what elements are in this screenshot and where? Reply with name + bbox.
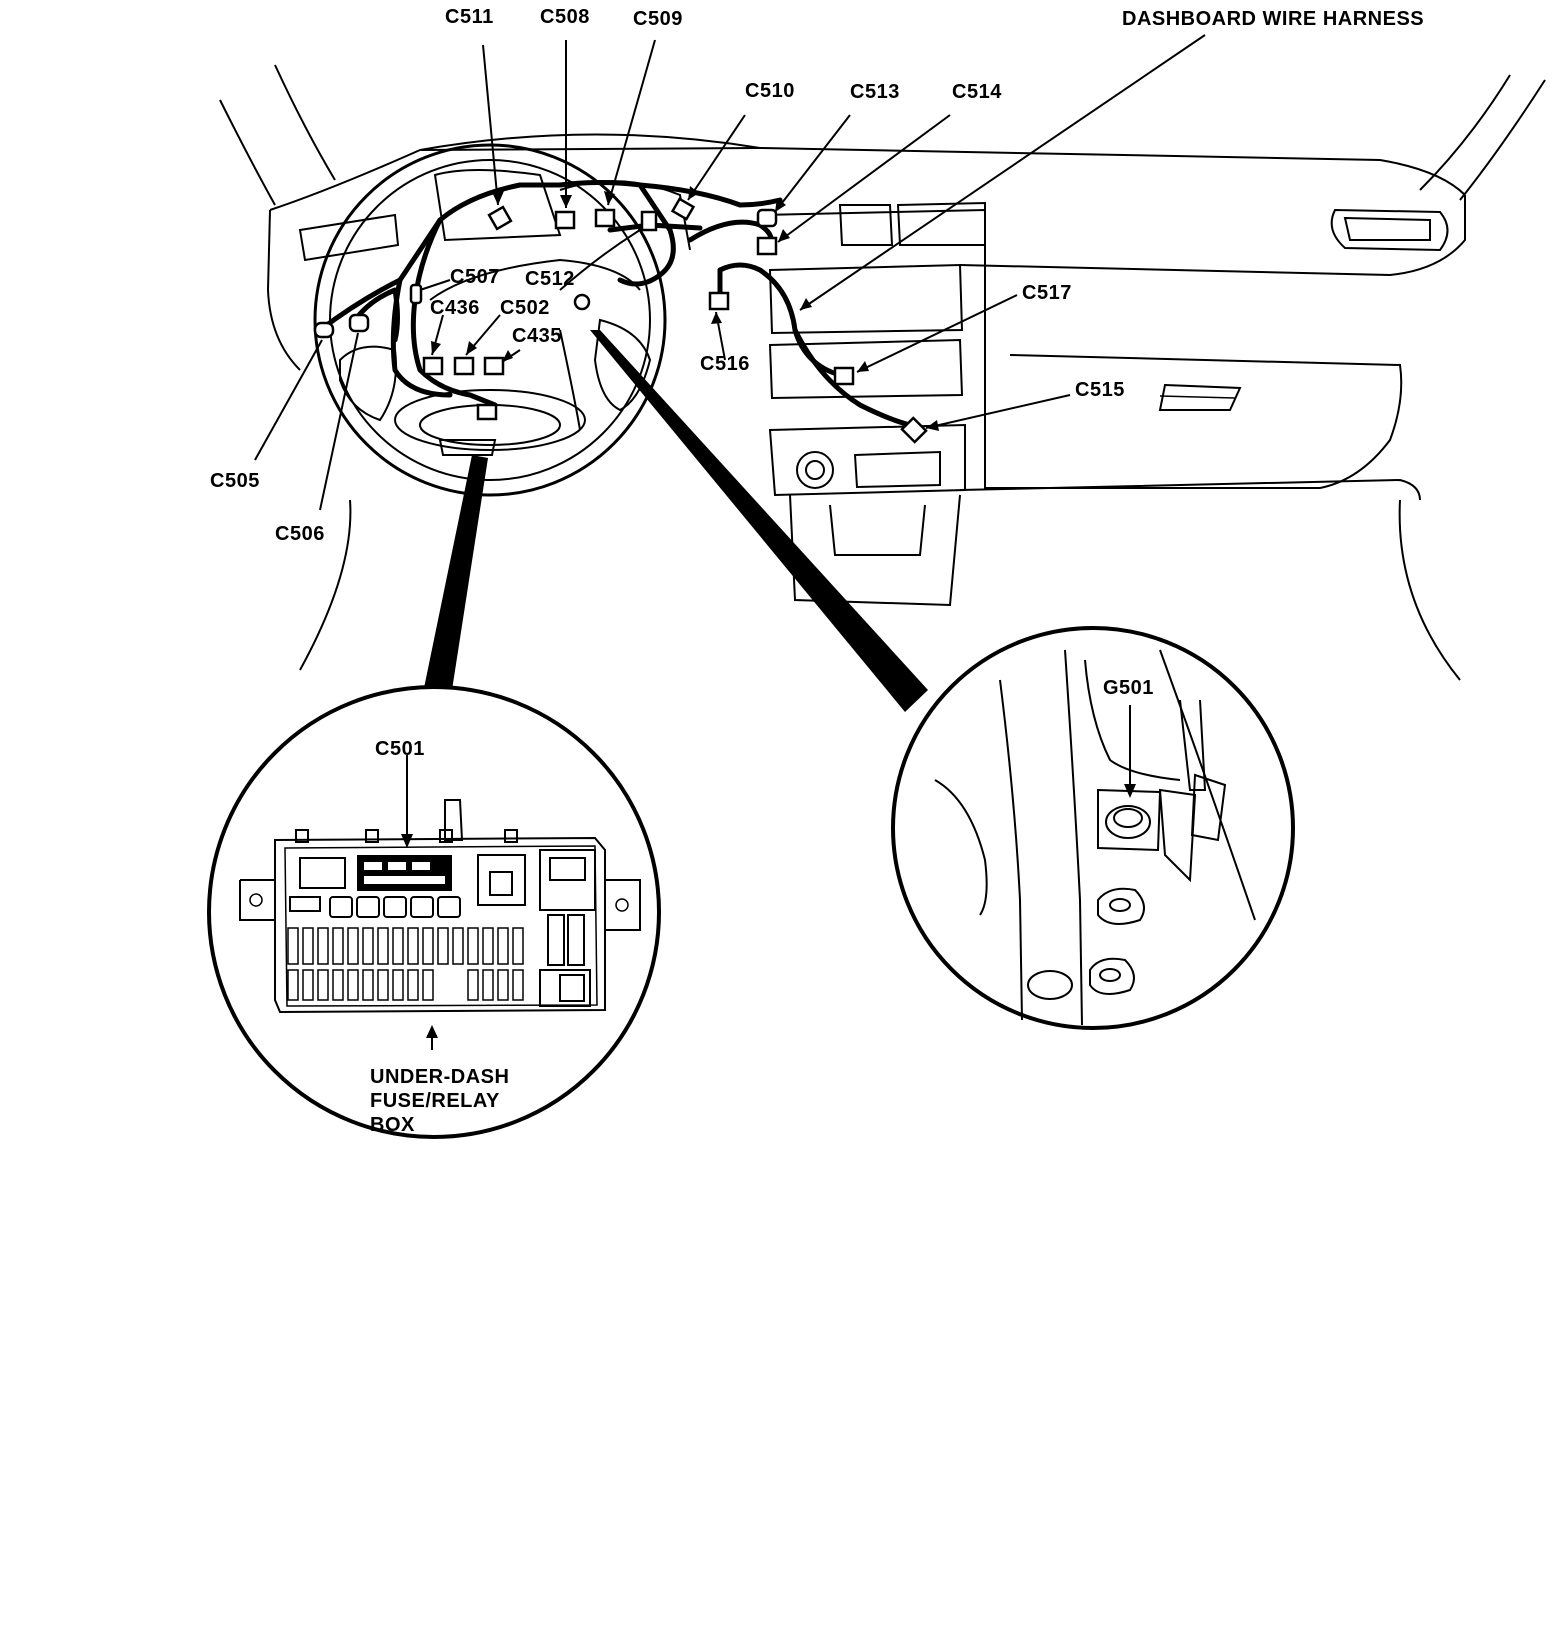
label-c506: C506: [275, 523, 325, 545]
connector-c502-symbol: [453, 356, 475, 376]
connector-c507-symbol: [409, 283, 423, 305]
callout-beams: [424, 330, 928, 712]
steering-wheel: [313, 143, 667, 497]
connector-c506-symbol: [348, 313, 370, 333]
label-fuse-box-line2: FUSE/RELAY: [370, 1090, 500, 1112]
connector-c509-symbol: [594, 208, 616, 228]
label-c435: C435: [512, 325, 562, 347]
fuse-box-inset: [207, 685, 661, 1139]
label-fuse-box-line3: BOX: [370, 1114, 415, 1136]
label-c514: C514: [952, 81, 1002, 103]
label-c511: C511: [445, 6, 494, 28]
connector-c512-symbol: [640, 210, 658, 232]
connector-c501-symbol: [476, 403, 498, 421]
label-g501: G501: [1103, 677, 1154, 699]
ground-inset: [891, 626, 1295, 1030]
connector-c513-symbol: [756, 208, 778, 228]
label-c512: C512: [525, 268, 575, 290]
label-c517: C517: [1022, 282, 1072, 304]
label-c516: C516: [700, 353, 750, 375]
label-fuse-box-line1: UNDER-DASH: [370, 1066, 509, 1088]
connector-c512-ground-symbol: [573, 293, 591, 311]
connector-c515-symbol: [900, 416, 928, 444]
label-c515: C515: [1075, 379, 1125, 401]
connector-c516-symbol: [708, 291, 730, 311]
label-c505: C505: [210, 470, 260, 492]
connector-c510-symbol: [670, 197, 696, 221]
label-c513: C513: [850, 81, 900, 103]
text-labels: C511 C508 C509 DASHBOARD WIRE HARNESS C5…: [210, 6, 1424, 1136]
label-c436: C436: [430, 297, 480, 319]
connector-symbols: [313, 197, 928, 444]
connector-c435-symbol: [483, 356, 505, 376]
label-c510: C510: [745, 80, 795, 102]
label-c502: C502: [500, 297, 550, 319]
label-c501: C501: [375, 738, 425, 760]
label-c508: C508: [540, 6, 590, 28]
dashboard-outline: [219, 64, 1546, 681]
label-dashboard-wire-harness: DASHBOARD WIRE HARNESS: [1122, 8, 1424, 30]
wire-harness-routing: [317, 180, 913, 428]
label-c509: C509: [633, 8, 683, 30]
connector-c511-symbol: [487, 205, 513, 231]
leader-lines: [254, 34, 1206, 511]
connector-c436-symbol: [422, 356, 444, 376]
fuse-relay-box-drawing: [239, 799, 641, 1014]
label-c507: C507: [450, 266, 500, 288]
connector-c505-symbol: [313, 321, 335, 339]
connector-c508-symbol: [554, 210, 576, 230]
connector-c517-symbol: [833, 366, 855, 386]
connector-c514-symbol: [756, 236, 778, 256]
